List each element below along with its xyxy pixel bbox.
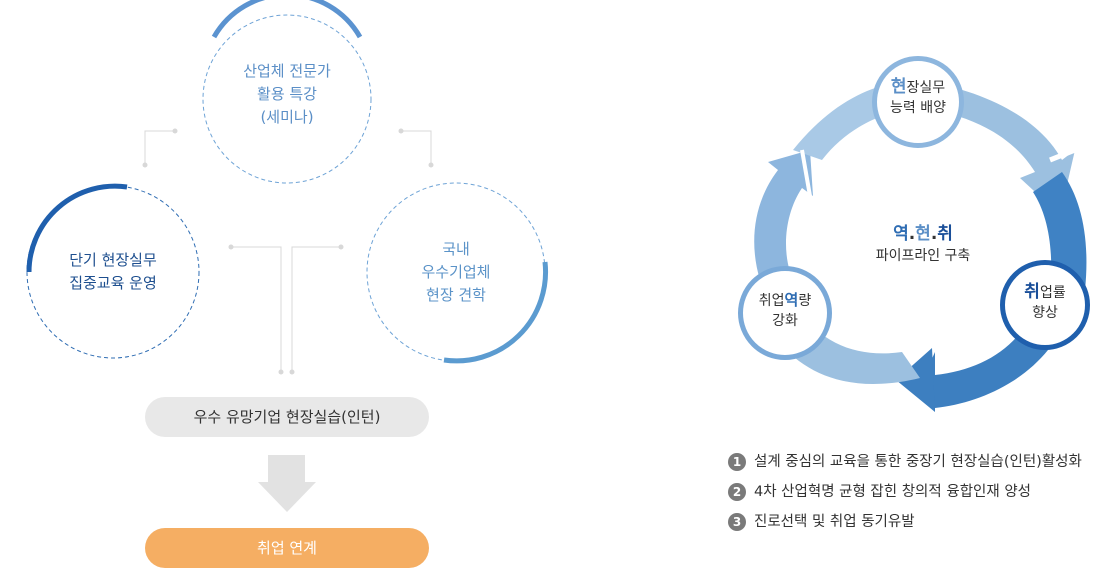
- right-circle-line3: 현장 견학: [426, 286, 486, 304]
- center-dot-2: .: [930, 224, 938, 244]
- right-circle-line1: 국내: [442, 240, 470, 258]
- node-left-post: 량: [798, 293, 812, 309]
- center-title-a: 역: [893, 224, 909, 244]
- node-left-line2: 강화: [772, 313, 798, 329]
- node-right: 취업률 향상: [1000, 260, 1090, 350]
- node-top-line1: 현장실무: [877, 77, 959, 98]
- top-circle-outline: [202, 14, 372, 184]
- node-left-pre: 취업: [758, 293, 785, 309]
- node-right-line1: 취업률: [1005, 282, 1085, 303]
- node-top-rest: 장실무: [906, 80, 946, 96]
- list-text-1: 설계 중심의 교육을 통한 중장기 현장실습(인턴)활성화: [754, 454, 1082, 470]
- top-circle-line1: 산업체 전문가: [243, 62, 331, 80]
- right-circle-text: 국내 우수기업체 현장 견학: [372, 238, 540, 307]
- list-text-2: 4차 산업혁명 균형 잡힌 창의적 융합인재 양성: [754, 484, 1031, 500]
- cycle-center: 역.현.취 파이프라인 구축: [848, 222, 998, 266]
- left-diagram-graphics: [26, 0, 549, 512]
- node-right-line2: 향상: [1032, 305, 1058, 321]
- top-circle-line2: 활용 특강: [257, 85, 317, 103]
- center-dot-1: .: [908, 224, 916, 244]
- left-circle-outline: [26, 185, 200, 359]
- top-circle-arc: [211, 0, 363, 39]
- node-left: 취업역량 강화: [738, 266, 832, 360]
- node-right-highlight: 취: [1024, 282, 1040, 302]
- cycle-arrowhead-bottom: [896, 348, 935, 412]
- node-right-rest: 업률: [1039, 285, 1066, 301]
- node-top-highlight: 현: [890, 77, 907, 97]
- list-number-2: 2: [728, 483, 746, 501]
- list-number-3: 3: [728, 513, 746, 531]
- node-top: 현장실무 능력 배양: [872, 56, 964, 148]
- cycle-segment-top-left: [793, 84, 895, 160]
- list-text-3: 진로선택 및 취업 동기유발: [754, 514, 915, 530]
- cycle-center-subtitle: 파이프라인 구축: [875, 248, 971, 264]
- employ-pill: 취업 연계: [145, 528, 429, 568]
- node-left-line1: 취업역량: [743, 290, 827, 311]
- intern-pill: 우수 유망기업 현장실습(인턴): [145, 397, 429, 437]
- left-circle-line2: 집중교육 운영: [69, 274, 157, 292]
- cycle-segment-left: [754, 150, 813, 280]
- cycle-center-title: 역.현.취: [848, 222, 998, 246]
- right-circle-line2: 우수기업체: [421, 263, 491, 281]
- node-left-highlight: 역: [784, 291, 799, 309]
- left-circle-arc: [26, 183, 128, 273]
- list-item-1: 1 설계 중심의 교육을 통한 중장기 현장실습(인턴)활성화: [728, 451, 1082, 473]
- top-circle-line3: (세미나): [260, 108, 314, 126]
- right-circle-arc: [443, 261, 549, 364]
- center-title-c: 취: [937, 224, 953, 244]
- node-top-line2: 능력 배양: [890, 100, 946, 116]
- list-number-1: 1: [728, 453, 746, 471]
- list-item-3: 3 진로선택 및 취업 동기유발: [728, 511, 915, 533]
- center-title-b: 현: [915, 224, 931, 244]
- left-circle-text: 단기 현장실무 집중교육 운영: [30, 249, 196, 295]
- cycle-segment-right: [1033, 172, 1087, 290]
- left-circle-line1: 단기 현장실무: [69, 251, 157, 269]
- down-arrow: [258, 455, 316, 512]
- list-item-2: 2 4차 산업혁명 균형 잡힌 창의적 융합인재 양성: [728, 481, 1031, 503]
- top-circle-text: 산업체 전문가 활용 특강 (세미나): [203, 60, 371, 129]
